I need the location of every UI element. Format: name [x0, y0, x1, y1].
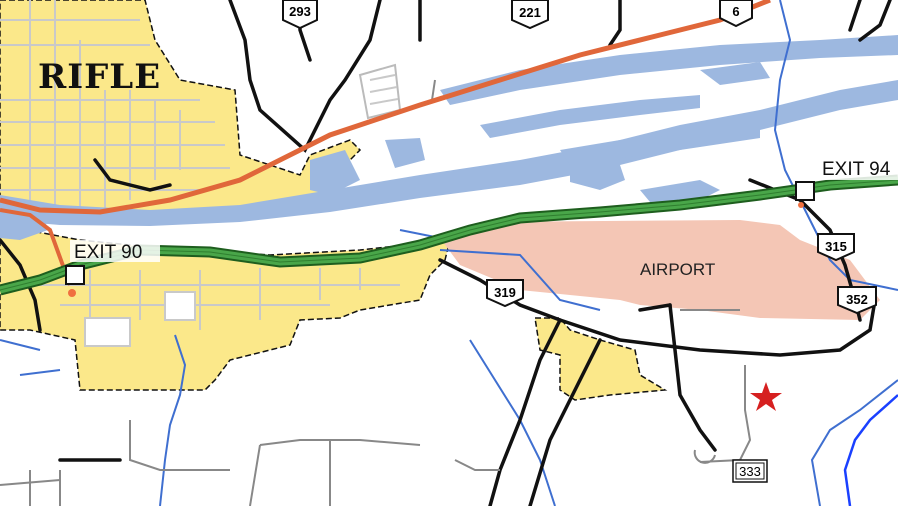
government-creek [843, 394, 898, 506]
svg-text:293: 293 [289, 4, 311, 19]
airport-label: AIRPORT [640, 260, 715, 279]
shield-333[interactable]: 333 [732, 459, 768, 483]
svg-text:6: 6 [732, 4, 739, 19]
svg-text:319: 319 [494, 285, 516, 300]
shield-315[interactable]: 315 [817, 233, 855, 262]
svg-text:EXIT 94: EXIT 94 [822, 159, 891, 180]
us-6-highway [0, 0, 771, 215]
shield-293[interactable]: 293 [282, 0, 318, 30]
svg-text:EXIT 90: EXIT 90 [74, 242, 142, 263]
exit-90-label: EXIT 90 [70, 240, 160, 263]
town-street-grid [0, 0, 402, 347]
town-label: RIFLE [38, 57, 161, 97]
exit-94-interchange[interactable] [795, 181, 815, 208]
svg-text:221: 221 [519, 5, 541, 20]
shield-352[interactable]: 352 [837, 286, 877, 315]
svg-text:333: 333 [739, 464, 761, 479]
svg-text:315: 315 [825, 239, 847, 254]
airport-area [440, 220, 880, 320]
us-6-highway-west [0, 208, 72, 286]
shield-319[interactable]: 319 [486, 279, 524, 308]
shield-6[interactable]: 6 [719, 0, 753, 28]
exit-94-label: EXIT 94 [818, 156, 898, 180]
exit-90-interchange[interactable] [65, 265, 85, 297]
svg-text:352: 352 [846, 292, 868, 307]
minor-roads [0, 79, 752, 506]
red-star-icon[interactable] [750, 382, 782, 411]
shield-221[interactable]: 221 [511, 0, 549, 30]
